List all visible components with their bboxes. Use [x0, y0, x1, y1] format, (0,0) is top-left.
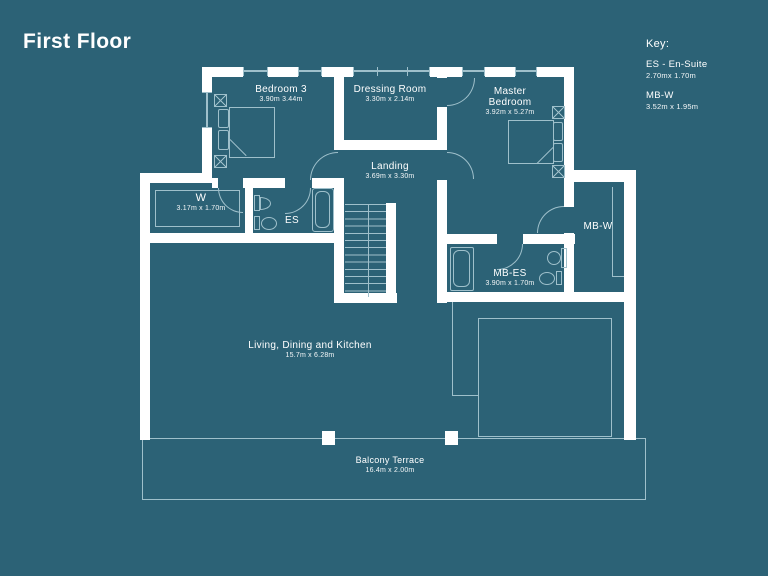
wall-segment [202, 128, 212, 178]
bath-icon [312, 188, 334, 232]
wall-segment [564, 233, 574, 302]
room-label-wardrobe: W 3.17m x 1.70m [176, 192, 226, 213]
window [243, 67, 268, 76]
page-title: First Floor [23, 30, 132, 53]
wall-segment [437, 67, 447, 78]
pillow-icon [553, 143, 563, 162]
kitchen-counter [478, 318, 612, 437]
key-heading: Key: [646, 38, 670, 50]
wall-segment [564, 67, 574, 207]
wall-segment [334, 140, 447, 150]
shower-icon [453, 250, 470, 287]
bath-icon [315, 191, 330, 228]
window [298, 67, 322, 76]
bedside-table-icon [214, 94, 227, 107]
room-label-dressing-room: Dressing Room 3.30m x 2.14m [353, 84, 427, 103]
kitchen-counter [452, 395, 479, 396]
key-entry-label: ES - En-Suite [646, 59, 708, 70]
wall-segment [243, 178, 285, 188]
wall-segment [334, 293, 397, 303]
sink-icon [561, 248, 567, 268]
window [353, 67, 430, 76]
wall-segment [437, 107, 447, 150]
window [515, 67, 537, 76]
sink-icon [547, 251, 561, 265]
pillow-icon [553, 122, 563, 141]
wardrobe-run [612, 276, 624, 277]
balcony-outline [142, 438, 646, 500]
window-mullion [377, 67, 378, 76]
room-label-master-wardrobe: MB-W [583, 221, 613, 232]
door-arc [310, 152, 338, 180]
key-entry-label: MB-W [646, 90, 674, 101]
pillow-icon [218, 109, 229, 128]
wall-segment [437, 234, 497, 244]
wall-segment [140, 233, 344, 243]
door-arc [447, 152, 474, 179]
wall-segment [523, 234, 575, 244]
toilet-icon [254, 216, 260, 230]
bedside-table-icon [214, 155, 227, 168]
wall-segment [564, 170, 636, 182]
wardrobe-run [612, 187, 613, 277]
balcony-pillar [322, 431, 335, 445]
wall-segment [212, 178, 218, 188]
wall-segment [268, 67, 298, 77]
toilet-icon [539, 272, 555, 285]
key-entry-dims: 2.70mx 1.70m [646, 71, 696, 80]
wall-segment [485, 67, 515, 77]
room-label-landing: Landing 3.69m x 3.30m [365, 161, 415, 180]
room-label-bedroom3: Bedroom 3 3.90m 3.44m [255, 84, 307, 103]
door-arc [285, 188, 311, 214]
stairs-rail-line [368, 204, 369, 297]
wall-segment [312, 178, 344, 188]
shower-icon [450, 247, 474, 291]
window-mullion [407, 67, 408, 76]
wardrobe-run [155, 190, 240, 227]
door-arc [497, 244, 523, 270]
key-entry-dims: 3.52m x 1.95m [646, 102, 699, 111]
wall-segment [202, 67, 243, 77]
stairs [345, 204, 386, 297]
room-label-master-bedroom: Master Bedroom 3.92m x 5.27m [485, 86, 535, 116]
bed-icon [508, 120, 554, 164]
wall-segment [140, 173, 212, 183]
toilet-icon [556, 271, 562, 285]
wall-segment [245, 188, 253, 233]
bed-icon [229, 107, 275, 158]
exterior-wall-west [140, 173, 150, 440]
door-arc [537, 206, 564, 233]
wall-segment [386, 203, 396, 303]
window [202, 92, 212, 128]
balcony-pillar [445, 431, 458, 445]
wall-segment [537, 67, 574, 77]
wall-segment [334, 178, 344, 303]
pillow-icon [218, 130, 229, 150]
wall-segment [334, 67, 344, 150]
wall-segment [437, 292, 636, 302]
exterior-wall-east [624, 170, 636, 440]
wall-segment [202, 67, 212, 92]
room-label-ensuite: ES [285, 215, 299, 226]
window [462, 67, 485, 76]
bedside-table-icon [552, 165, 565, 178]
sink-icon [260, 197, 271, 210]
room-label-balcony: Balcony Terrace 16.4m x 2.00m [355, 455, 425, 474]
key-legend: Key: ES - En-Suite 2.70mx 1.70m MB-W 3.5… [646, 38, 761, 121]
room-label-master-ensuite: MB-ES 3.90m x 1.70m [485, 268, 535, 287]
toilet-icon [261, 217, 277, 230]
bedside-table-icon [552, 106, 565, 119]
kitchen-counter [452, 302, 453, 395]
room-label-living: Living, Dining and Kitchen 15.7m x 6.28m [248, 340, 372, 359]
